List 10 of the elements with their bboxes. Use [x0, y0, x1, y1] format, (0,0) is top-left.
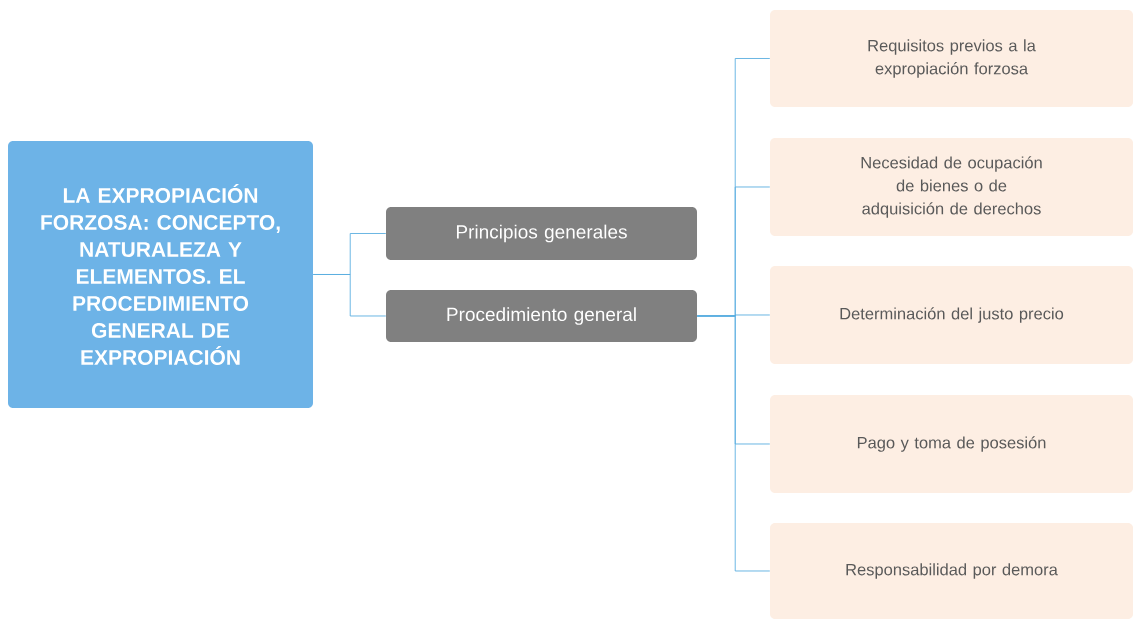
title-box: LA EXPROPIACIÓN FORZOSA: CONCEPTO, NATURALEZA Y ELEMENTOS. EL PROCEDIMIENTO GENERAL DE EXPROPIACIÓN	[8, 141, 313, 408]
topic-box: Principios generales	[386, 207, 697, 260]
subtopic-box: Necesidad de ocupación de bienes o de adquisición de derechos	[770, 138, 1133, 236]
topic-box: Procedimiento general	[386, 290, 697, 342]
connector-line	[696, 315, 771, 572]
subtopic-box: Determinación del justo precio	[770, 266, 1133, 364]
connector-line	[312, 274, 387, 317]
subtopic-box: Responsabilidad por demora	[770, 523, 1133, 619]
subtopic-box: Pago y toma de posesión	[770, 395, 1133, 493]
subtopic-box: Requisitos previos a la expropiación forzosa	[770, 10, 1133, 107]
